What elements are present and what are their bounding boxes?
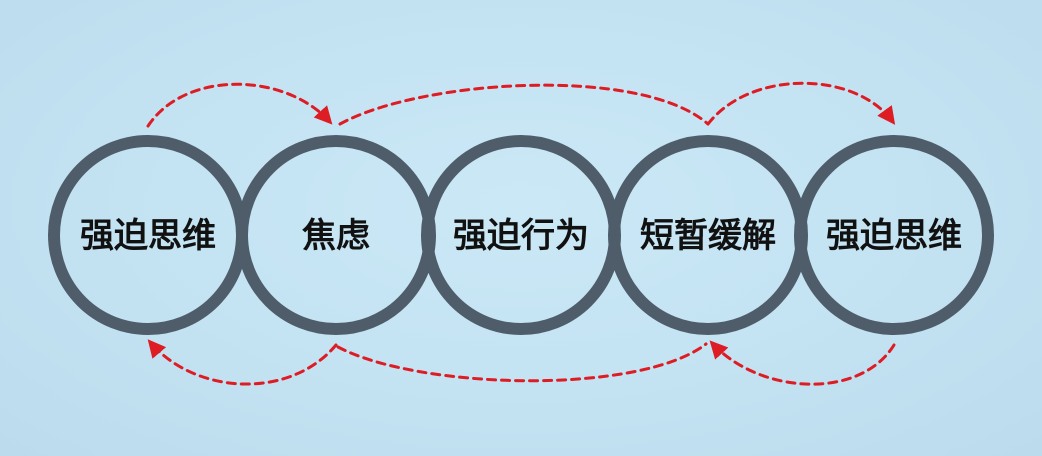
arrow-anxiety-to-temporary-relief-bottom (336, 342, 708, 383)
node-label-obsessive-thought-end: 强迫思维 (826, 216, 962, 256)
node-label-temporary-relief: 短暂缓解 (640, 216, 776, 256)
node-label-compulsive-behavior: 强迫行为 (453, 216, 589, 256)
ring-obsessive-thought-end (794, 135, 994, 335)
arrow-anxiety-to-obsessive-thought (147, 339, 338, 386)
bottom-arrows (147, 339, 896, 386)
node-labels: 强迫思维 焦虑 强迫行为 短暂缓解 强迫思维 (80, 216, 962, 256)
top-arrows (146, 81, 896, 128)
node-label-obsessive-thought-start: 强迫思维 (80, 216, 216, 256)
node-label-anxiety: 焦虑 (302, 216, 370, 256)
arrow-anxiety-to-temporary-relief-top (338, 83, 710, 126)
arrow-temporary-relief-to-obsessive-thought (706, 81, 896, 126)
arrow-obsessive-thought-to-anxiety (146, 82, 333, 128)
node-rings (48, 135, 994, 335)
arrow-obsessive-thought-to-temporary-relief (709, 340, 896, 386)
